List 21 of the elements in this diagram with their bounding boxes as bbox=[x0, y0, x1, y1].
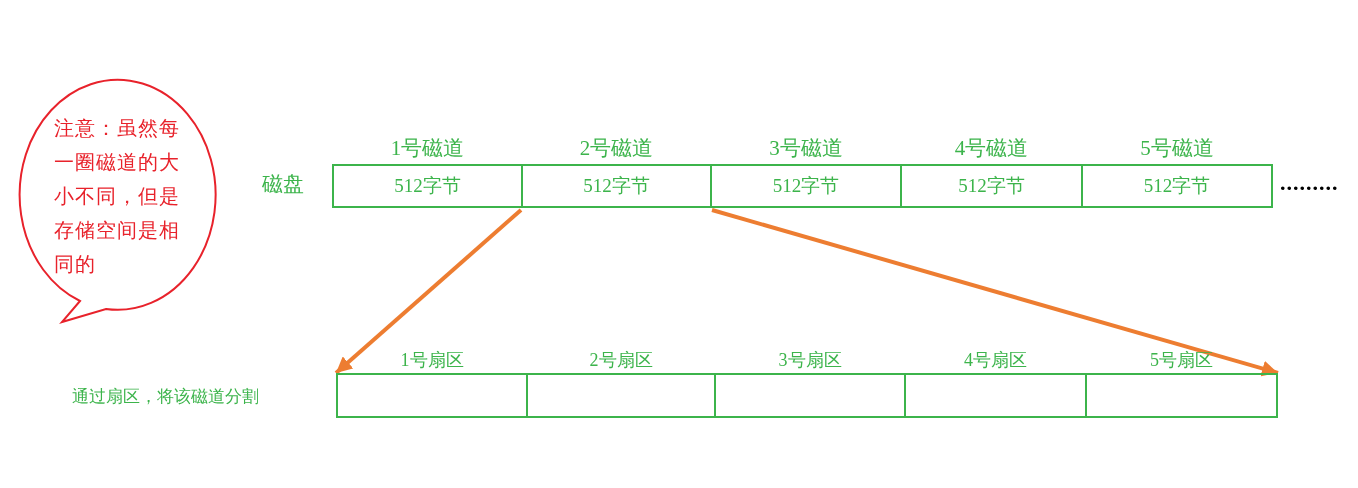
track-heading: 5号磁道 bbox=[1139, 135, 1215, 162]
cell-text: 512字节 bbox=[583, 174, 650, 198]
cell-text: 512字节 bbox=[772, 174, 840, 198]
arrow bbox=[334, 208, 523, 375]
note-text: 注意：虽然每一圈磁道的大小不同，但是存储空间是相同的 bbox=[54, 116, 181, 277]
track-heading: 2号磁道 bbox=[578, 135, 655, 162]
sector-heading: 5号扇区 bbox=[1149, 349, 1214, 372]
cell-text: 512字节 bbox=[958, 174, 1025, 198]
track-heading: 1号磁道 bbox=[389, 135, 466, 162]
cell-text: 512字节 bbox=[394, 174, 461, 198]
sector-heading: 3号扇区 bbox=[777, 349, 843, 372]
cell-text: 512字节 bbox=[1143, 174, 1211, 198]
note-text: 通过扇区，将该磁道分割 bbox=[72, 386, 259, 408]
continuation-dots: ......... bbox=[1280, 170, 1339, 196]
track-heading: 3号磁道 bbox=[768, 135, 844, 162]
arrow bbox=[711, 208, 1279, 377]
sector-heading: 4号扇区 bbox=[963, 349, 1028, 372]
sector-heading: 2号扇区 bbox=[588, 349, 654, 372]
track-heading: 4号磁道 bbox=[953, 135, 1030, 162]
side-label: 磁盘 bbox=[262, 171, 304, 198]
sector-heading: 1号扇区 bbox=[399, 349, 465, 372]
